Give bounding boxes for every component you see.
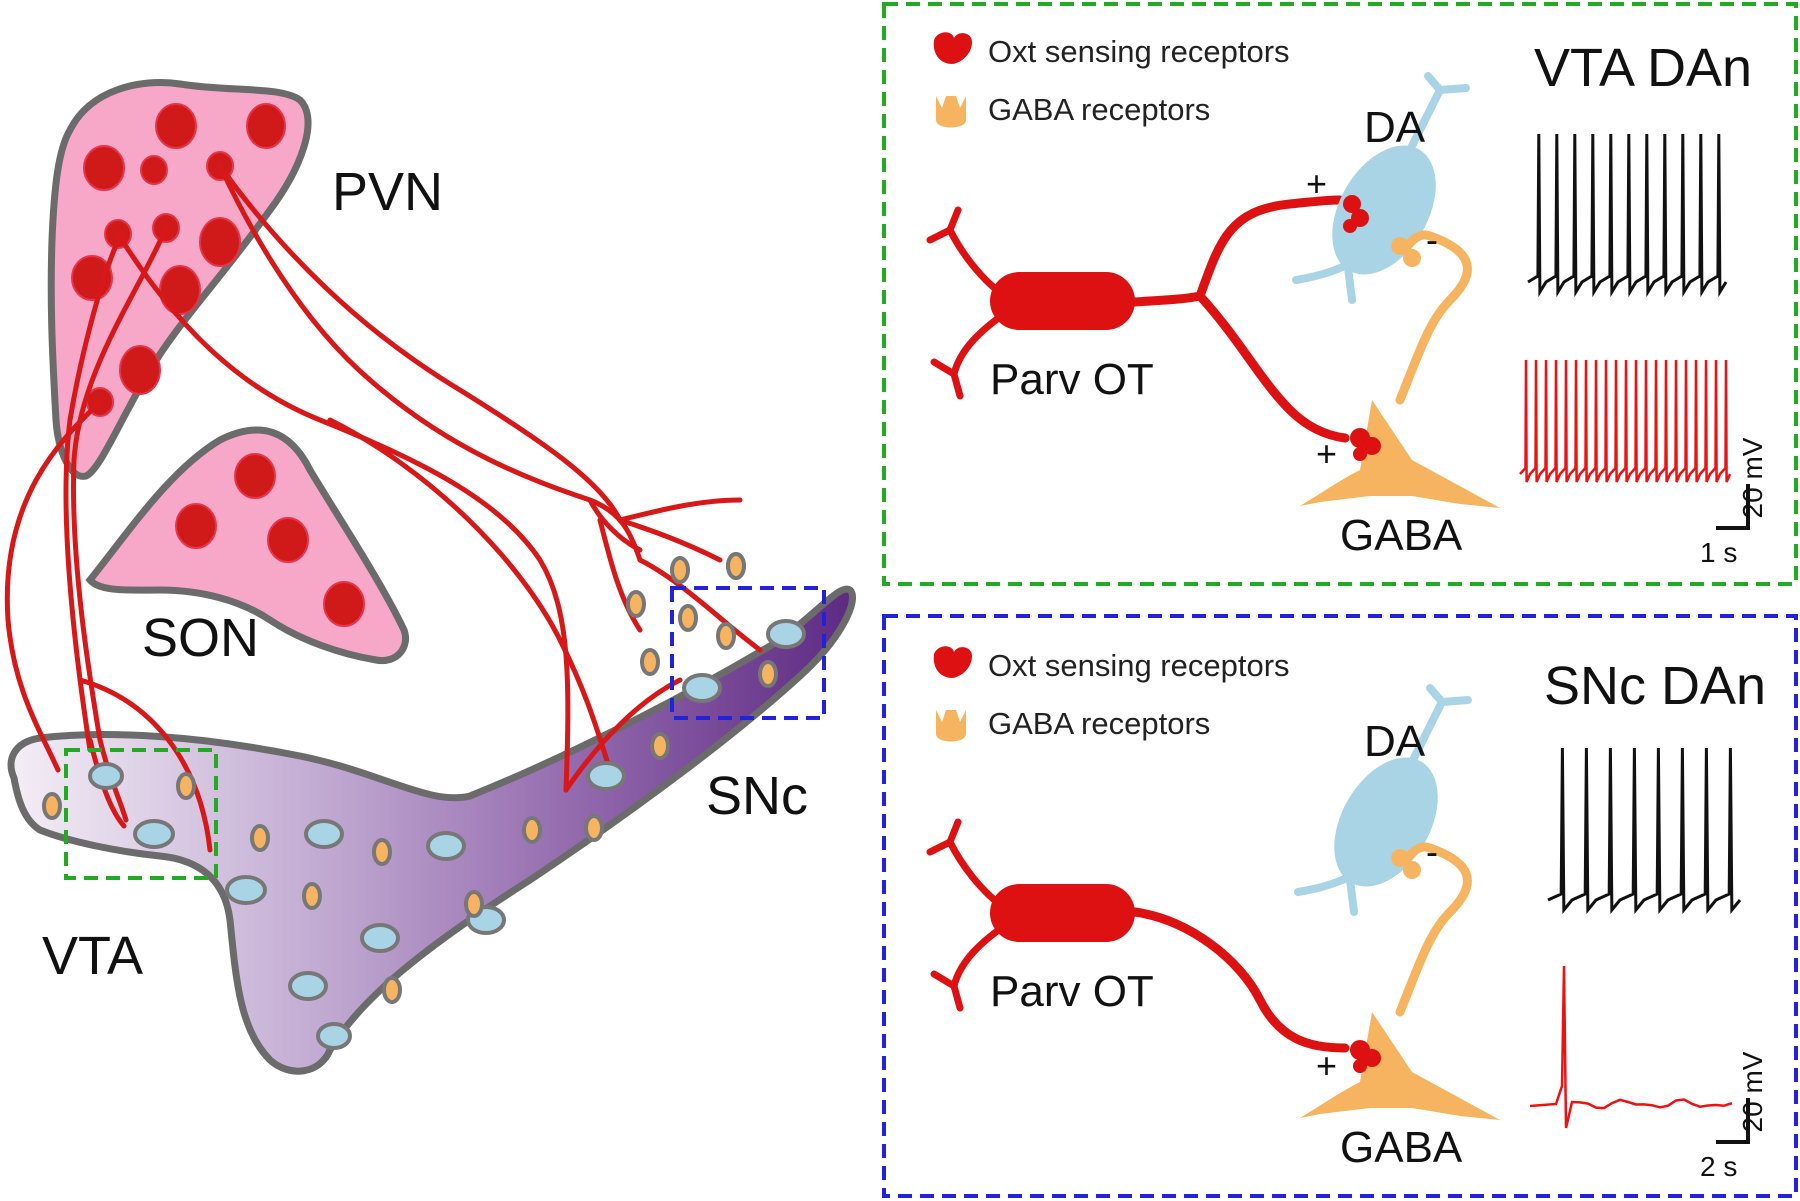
plus-sign-da-top: + [1306, 163, 1327, 204]
vta-label: VTA [42, 926, 143, 986]
anatomy-diagram: PVN SON VTA SNc [4, 79, 857, 1075]
legend-oxt-icon [933, 32, 972, 64]
vta-panel-box [882, 2, 1798, 586]
gaba-neuron-top [1300, 230, 1500, 508]
oxt-receptors-da-top [1343, 195, 1369, 233]
oxt-axons [4, 163, 763, 853]
plus-sign-gaba-top: + [1316, 433, 1337, 474]
snc-panel-title: SNc DAn [1544, 656, 1766, 716]
gaba-trace-bottom [1529, 965, 1733, 1129]
da-trace-bottom [1547, 747, 1742, 915]
parv-ot-neuron-bottom [926, 818, 1350, 1053]
gaba-label-bottom: GABA [1340, 1123, 1463, 1172]
legend-oxt-label-bottom: Oxt sensing receptors [988, 648, 1290, 683]
vta-panel: Oxt sensing receptors GABA receptors VTA… [882, 2, 1798, 586]
scale-time-top: 1 s [1700, 537, 1737, 568]
snc-panel: Oxt sensing receptors GABA receptors SNc… [882, 614, 1798, 1198]
minus-sign-top: - [1426, 219, 1438, 260]
snc-label: SNc [706, 766, 808, 826]
scale-bar-bottom [1716, 1098, 1750, 1144]
parv-ot-neuron-top [926, 195, 1350, 443]
legend-gaba-icon-bottom [936, 710, 966, 742]
vta-snc-cells [42, 552, 806, 1050]
legend-oxt-icon-bottom [933, 646, 972, 678]
gaba-neuron-bottom [1300, 842, 1500, 1120]
gaba-trace-top [1519, 359, 1732, 483]
vta-snc-region [7, 585, 857, 1075]
plus-sign-gaba-bottom: + [1316, 1045, 1337, 1086]
oxt-receptors-gaba-top [1350, 428, 1381, 461]
son-neurons [175, 453, 365, 627]
da-trace-top [1527, 133, 1728, 298]
legend-oxt-label: Oxt sensing receptors [988, 34, 1290, 69]
vta-zoom-box [64, 748, 218, 880]
scale-time-bottom: 2 s [1700, 1151, 1737, 1182]
parv-ot-label-top: Parv OT [990, 355, 1154, 404]
son-label: SON [142, 608, 259, 668]
scale-voltage-top: 20 mV [1737, 437, 1768, 518]
pvn-label: PVN [332, 162, 443, 222]
minus-sign-bottom: - [1426, 831, 1438, 872]
scale-bar-top [1716, 484, 1750, 530]
parv-ot-label-bottom: Parv OT [990, 967, 1154, 1016]
snc-zoom-box [670, 586, 826, 720]
da-label-bottom: DA [1364, 717, 1426, 766]
snc-panel-box [882, 614, 1798, 1198]
legend-gaba-icon [936, 96, 966, 128]
legend-gaba-label-bottom: GABA receptors [988, 706, 1210, 741]
gaba-label-top: GABA [1340, 511, 1463, 560]
vta-panel-title: VTA DAn [1534, 38, 1752, 98]
da-label-top: DA [1364, 103, 1426, 152]
legend-gaba-label: GABA receptors [988, 92, 1210, 127]
scale-voltage-bottom: 20 mV [1737, 1051, 1768, 1132]
oxt-receptors-gaba-bottom [1350, 1040, 1381, 1073]
